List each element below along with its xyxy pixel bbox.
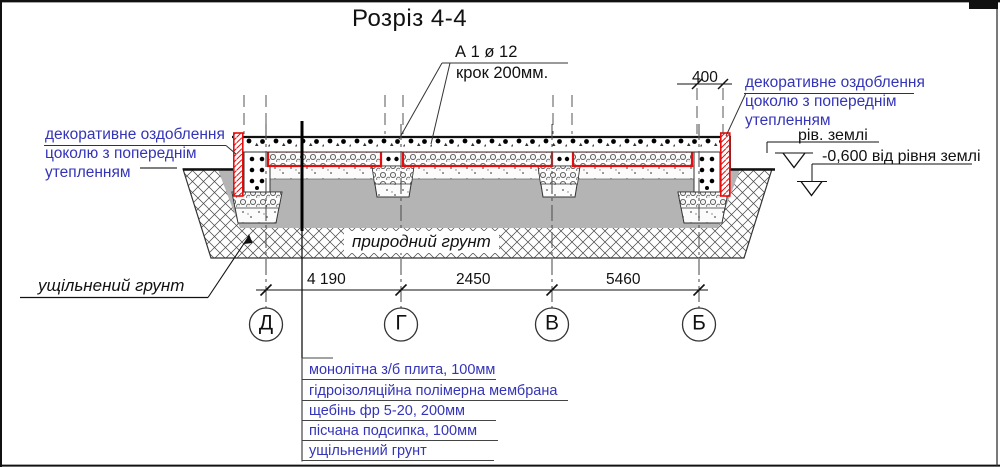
axis-bubble-label-d: Д [258,311,274,335]
plinth-callout-left: декоративне оздоблення цоколю з попередн… [45,125,225,182]
dimension-400 [677,78,732,90]
layer-list-item-3: щебінь фр 5-20, 200мм [302,401,496,421]
ground-level-label: рів. землі [798,127,868,144]
plinth-right-line1: декоративне оздоблення [745,74,925,91]
depth-mark [797,163,972,197]
plinth-callout-right: декоративне оздоблення цоколю з попередн… [745,73,925,130]
ground-level-mark [766,141,879,169]
slab-rib-axis-g [371,165,415,198]
layer-list-item-5: ущільнений грунт [302,441,494,461]
axis-centerlines [265,124,700,308]
natural-soil-label: природний грунт [344,231,499,254]
plinth-left-line2: цоколю з попереднім [45,145,197,162]
drawing-title: Розріз 4-4 [352,5,468,32]
dimension-span3-label: 5460 [606,271,641,288]
sand-bedding-layer [269,165,695,180]
plinth-left-line1: декоративне оздоблення [45,126,225,143]
layer-list-item-1: монолітна з/б плита, 100мм [302,358,496,380]
extension-lines [243,88,724,134]
dimension-400-label: 400 [692,69,718,86]
rebar-callout-line1: А 1 ø 12 [455,43,518,61]
layers-list-frame [301,357,333,462]
compacted-soil-fill [218,169,740,228]
compacted-soil-label: ущільнений грунт [38,276,185,295]
axis-bubble-label-g: Г [395,311,407,335]
layer-list-item-4: пісчана подсипка, 100мм [302,421,498,441]
plinth-left-line3: утепленням [45,164,131,181]
plinth-right-line2: цоколю з попереднім [745,93,897,110]
axis-bubble-label-v: В [544,311,560,335]
plinth-right-leader [725,92,914,137]
plinth-finish-strip-left [233,132,244,197]
axis-bubbles [248,307,717,342]
plinth-left-leader [44,144,237,169]
depth-mark-label: -0,600 від рівня землі [822,148,981,165]
slab-rib-axis-v [537,165,581,198]
edge-footing-right [677,191,729,224]
rebar-callout-leader [398,62,568,145]
dimension-span2-label: 2450 [456,271,491,288]
layer-list-item-2: гідроізоляційна полімерна мембрана [302,380,568,401]
dimension-line-main [256,283,708,297]
membrane-crushed-stone-strips [266,150,694,168]
rebar-callout-line2: крок 200мм. [456,64,549,82]
dimension-span1-label: 4 190 [307,271,346,288]
compacted-soil-leader [20,234,253,299]
concrete-slab [232,135,731,169]
axis-bubble-label-b: Б [692,311,706,335]
titleblock-fragment [969,0,998,9]
plinth-finish-strip-right [719,132,731,197]
plinth-right-line3: утепленням [745,112,831,129]
